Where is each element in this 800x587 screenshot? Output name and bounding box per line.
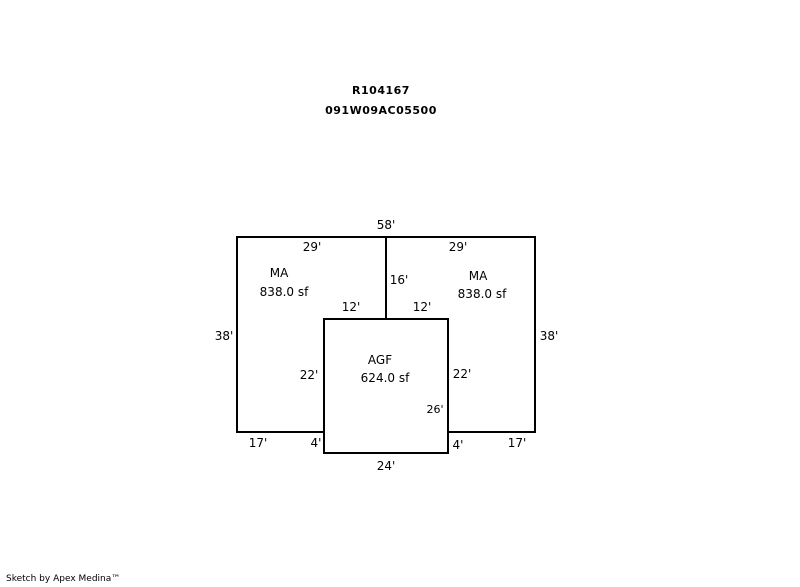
area-right-size: 838.0 sf bbox=[458, 287, 507, 301]
dim-step-right: 4' bbox=[453, 438, 464, 452]
dim-inner-top-left: 12' bbox=[342, 300, 361, 314]
dim-garage-inner: 26' bbox=[426, 403, 443, 416]
dim-divider: 16' bbox=[390, 273, 409, 287]
dim-bottom-left: 17' bbox=[249, 436, 268, 450]
garage-outline bbox=[323, 318, 449, 454]
area-garage-code: AGF bbox=[368, 353, 392, 367]
sketch-credit: Sketch by Apex Medina™ bbox=[6, 574, 121, 584]
dim-top-total: 58' bbox=[377, 218, 396, 232]
parcel-id: R104167 bbox=[352, 84, 410, 97]
dim-left-side: 38' bbox=[215, 329, 234, 343]
dim-inner-right: 22' bbox=[453, 367, 472, 381]
area-left-code: MA bbox=[270, 266, 289, 280]
area-garage-size: 624.0 sf bbox=[361, 371, 410, 385]
dim-top-left: 29' bbox=[303, 240, 322, 254]
dim-garage-bottom: 24' bbox=[377, 459, 396, 473]
dim-step-left: 4' bbox=[311, 436, 322, 450]
dim-right-side: 38' bbox=[540, 329, 559, 343]
area-left-size: 838.0 sf bbox=[260, 285, 309, 299]
dim-top-right: 29' bbox=[449, 240, 468, 254]
dim-inner-top-right: 12' bbox=[413, 300, 432, 314]
area-right-code: MA bbox=[469, 269, 488, 283]
dim-inner-left: 22' bbox=[300, 368, 319, 382]
dim-bottom-right: 17' bbox=[508, 436, 527, 450]
map-number: 091W09AC05500 bbox=[325, 104, 437, 117]
